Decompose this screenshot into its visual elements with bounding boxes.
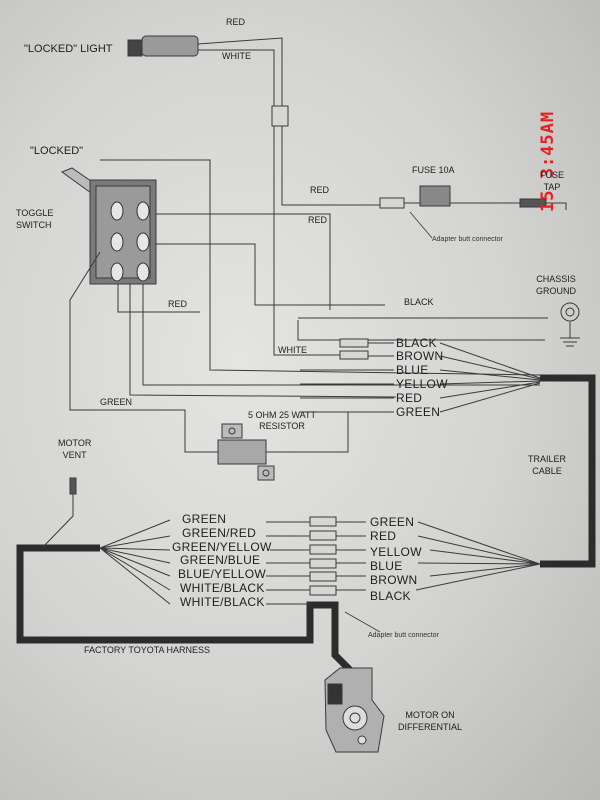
toggle-switch-label: TOGGLE SWITCH	[16, 208, 54, 230]
resistor-label: 5 OHM 25 WATT RESISTOR	[248, 410, 317, 431]
chassis-ground-label: CHASSIS GROUND	[536, 274, 576, 296]
trailer-wire-black: BLACK	[396, 336, 437, 350]
trailer-wire-blue: BLUE	[396, 363, 429, 377]
fuse-icon	[419, 185, 451, 207]
wire-label-red-top: RED	[226, 17, 246, 27]
locked-label: "LOCKED"	[30, 145, 84, 157]
factory-harness-label: FACTORY TOYOTA HARNESS	[84, 645, 211, 655]
trailer-cable-label: TRAILER CABLE	[528, 454, 567, 476]
wire-label-red-switch: RED	[168, 299, 188, 309]
wire-label-green-mid: GREEN	[100, 397, 133, 407]
adapter-label-bottom: Adapter butt connector	[368, 632, 439, 639]
wire-label-black-ground: BLACK	[404, 297, 434, 307]
harness-left-wire-4: GREEN/BLUE	[180, 553, 261, 567]
harness-left-wire-6: WHITE/BLACK	[180, 581, 265, 595]
trailer-wire-green: GREEN	[396, 405, 441, 419]
wire-label-white-mid: WHITE	[278, 345, 307, 355]
motor-vent-label: MOTOR VENT	[58, 438, 92, 460]
locked-light-label: "LOCKED" LIGHT	[24, 43, 113, 55]
motor-on-differential-label: MOTOR ON DIFFERENTIAL	[398, 710, 463, 732]
trailer-wire-brown: BROWN	[396, 349, 444, 363]
trailer-wire-yellow: YELLOW	[396, 377, 448, 391]
wire-label-red-2: RED	[308, 215, 328, 225]
wire-label-white-top: WHITE	[222, 51, 251, 61]
wire-label-red-1: RED	[310, 185, 330, 195]
trailer-wire-red: RED	[396, 391, 423, 405]
light-bulb-icon	[127, 39, 143, 57]
harness-left-wire-2: GREEN/RED	[182, 526, 257, 540]
harness-right-wire-2: RED	[370, 529, 397, 543]
harness-right-wire-4: BLUE	[370, 559, 403, 573]
harness-right-wire-3: YELLOW	[370, 545, 422, 559]
light-housing-icon	[141, 35, 199, 57]
fuse-tap-label: FUSE TAP	[540, 170, 565, 192]
harness-right-wire-1: GREEN	[370, 515, 415, 529]
harness-left-wire-1: GREEN	[182, 512, 227, 526]
resistor-icon	[217, 439, 267, 465]
harness-left-wire-7: WHITE/BLACK	[180, 595, 265, 609]
fuse-label: FUSE 10A	[412, 165, 455, 175]
harness-right-wire-6: BLACK	[370, 589, 411, 603]
harness-left-wire-5: BLUE/YELLOW	[178, 567, 266, 581]
adapter-label-top: Adapter butt connector	[432, 236, 503, 243]
camera-timestamp: 15 3:45AM	[538, 110, 558, 212]
harness-left-wire-3: GREEN/YELLOW	[172, 540, 272, 554]
harness-right-wire-5: BROWN	[370, 573, 418, 587]
